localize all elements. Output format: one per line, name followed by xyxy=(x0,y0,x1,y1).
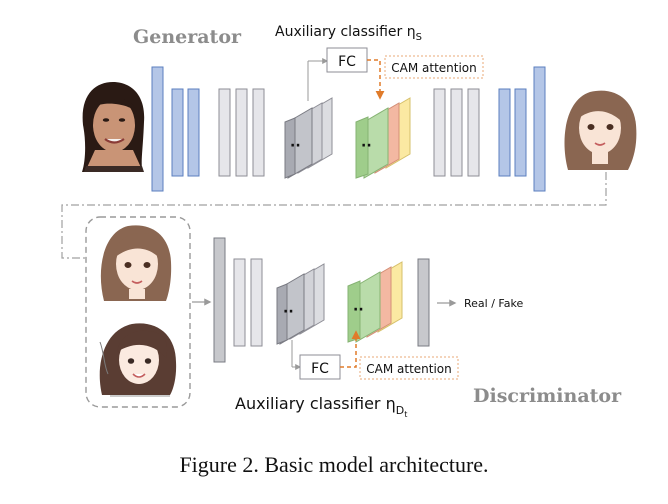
real-anime-face-sample xyxy=(99,323,177,397)
discriminator-feature-maps xyxy=(276,263,325,345)
discriminator-feature-marker: ·· xyxy=(283,304,294,320)
generator-cam-label: CAM attention xyxy=(391,61,477,75)
discriminator-fc-label: FC xyxy=(311,361,329,377)
generator-feature-maps xyxy=(284,97,333,179)
generator-cam-box xyxy=(384,55,484,79)
generator-title: Generator xyxy=(133,26,242,48)
discriminator-cam-label: CAM attention xyxy=(366,362,452,376)
generator-resblock-3 xyxy=(252,88,265,177)
discriminator-cam-arrow xyxy=(340,330,361,368)
generator-resblock-2 xyxy=(235,88,248,177)
generator-resblock-1 xyxy=(218,88,231,177)
discriminator-input-group xyxy=(85,216,191,408)
generator-fc-box xyxy=(326,47,368,73)
generator-fc-label: FC xyxy=(338,54,356,70)
generator-decoder-res2 xyxy=(450,88,463,177)
generator-decoder-res3 xyxy=(467,88,480,177)
discriminator-output-layer xyxy=(417,258,430,347)
generator-aux-classifier-label: Auxiliary classifier ηS xyxy=(275,24,422,43)
output-anime-face xyxy=(564,90,637,170)
generator-cam-maps xyxy=(355,97,411,179)
generator-feature-marker: ·· xyxy=(290,138,301,154)
discriminator-conv-2 xyxy=(233,258,246,347)
generator-decoder-res1 xyxy=(433,88,446,177)
generator-encoder-down2 xyxy=(187,88,200,177)
generator-decoder-output-conv xyxy=(533,66,546,192)
discriminator-cam-box xyxy=(359,356,459,380)
generator-cam-marker: ·· xyxy=(361,138,372,154)
discriminator-cam-marker: ·· xyxy=(353,302,364,318)
discriminator-conv-3 xyxy=(250,258,263,347)
input-photo-face xyxy=(82,82,145,172)
generator-encoder-down1 xyxy=(171,88,184,177)
generated-to-discriminator-connector xyxy=(61,172,607,259)
generated-anime-face-sample xyxy=(100,225,172,301)
generator-decoder-up1 xyxy=(498,88,511,177)
discriminator-fc-box xyxy=(299,354,341,380)
generator-cam-arrow xyxy=(367,59,385,100)
generator-encoder-conv xyxy=(151,66,164,192)
figure-caption: Figure 2. Basic model architecture. xyxy=(179,452,489,477)
discriminator-output-label: Real / Fake xyxy=(464,297,523,310)
discriminator-title: Discriminator xyxy=(473,385,622,407)
generator-decoder-up2 xyxy=(514,88,527,177)
discriminator-conv-1 xyxy=(213,237,226,363)
discriminator-aux-classifier-label: Auxiliary classifier ηDt xyxy=(235,394,407,419)
